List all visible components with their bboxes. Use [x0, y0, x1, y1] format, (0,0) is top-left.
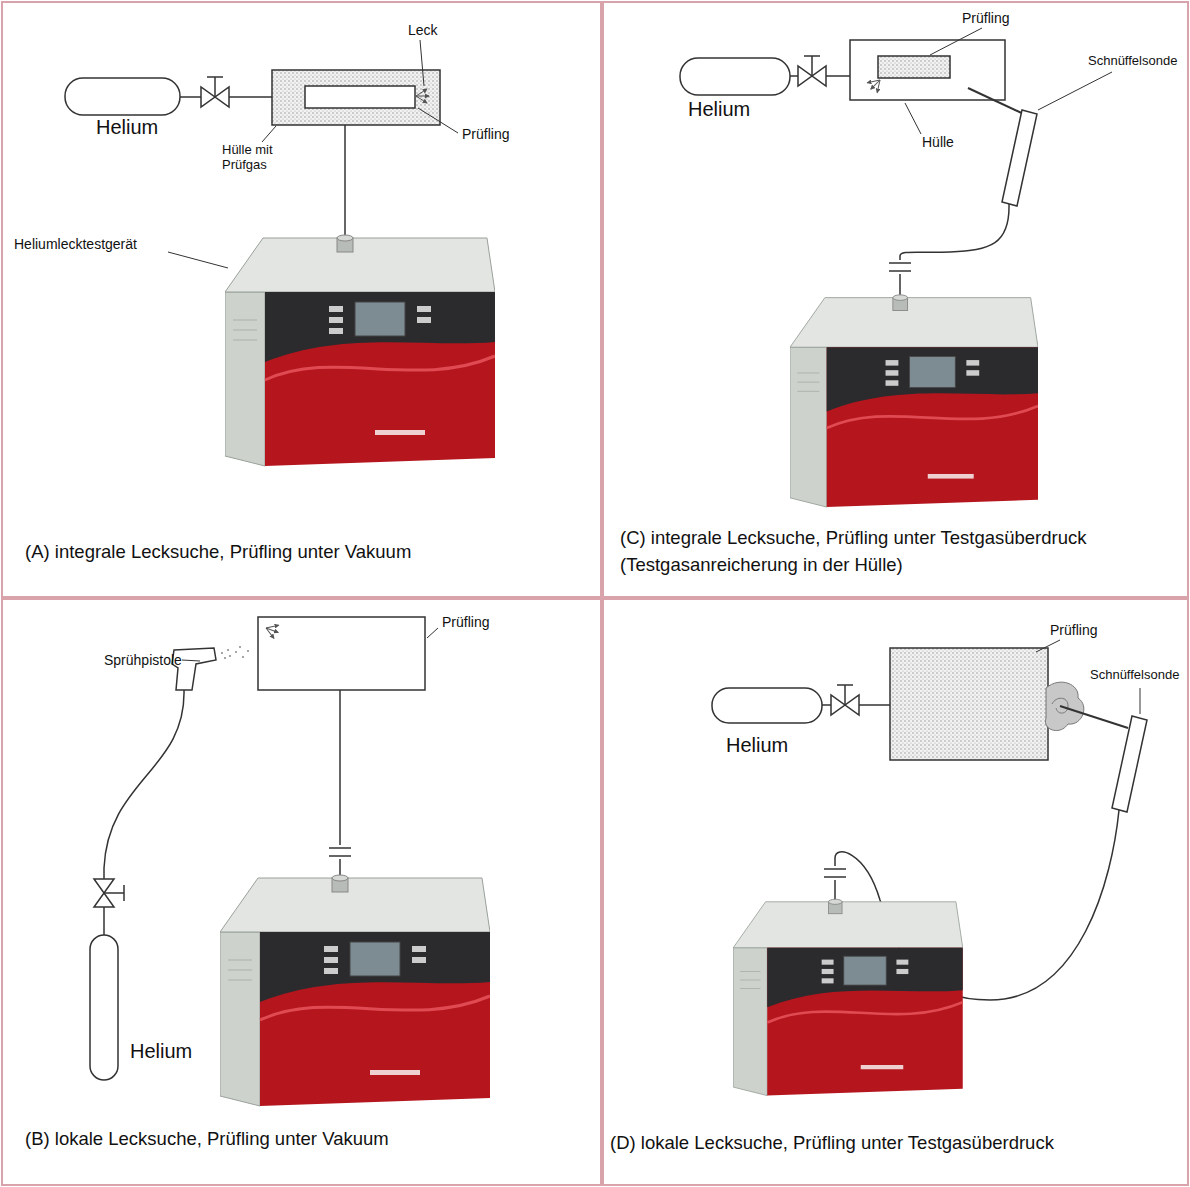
probe-cable: [900, 204, 1009, 296]
leak-detector: [733, 899, 963, 1095]
pipe: [103, 907, 105, 935]
probe-tip: [968, 88, 1028, 116]
gas-hose: [104, 690, 184, 868]
flange-symbol: [824, 869, 846, 877]
valve-symbol: [94, 879, 124, 907]
panel: (A) integrale Lecksuche, Prüfling unter …: [1, 1, 602, 598]
leader-line: [1036, 640, 1060, 652]
part-label: Prüfling: [1050, 622, 1097, 638]
part-label: Helium: [726, 734, 788, 757]
leader-line: [420, 40, 424, 86]
leak-detector: [790, 295, 1038, 507]
leader-line: [905, 103, 921, 134]
spray-dots: [221, 646, 249, 659]
panel-d-art: [712, 640, 1147, 1096]
part-label: Helium: [688, 98, 750, 121]
flange-gap: [887, 260, 913, 274]
part-label: Schnüffelsonde: [1090, 668, 1179, 683]
pipe: [103, 868, 105, 879]
panel: (B) lokale Lecksuche, Prüfling unter Vak…: [1, 598, 602, 1186]
leak-detector: [225, 235, 495, 466]
valve-symbol: [798, 56, 826, 86]
probe-tip: [1060, 706, 1128, 728]
helium-cloud: [1045, 682, 1083, 730]
pipe: [344, 125, 346, 236]
leader-line: [427, 628, 438, 638]
leader-line: [168, 252, 228, 268]
leader-line: [418, 108, 458, 133]
panel: (C) integrale Lecksuche, Prüfling unter …: [602, 1, 1189, 598]
part-label: Helium: [96, 116, 158, 139]
part-label: Prüfling: [442, 614, 489, 630]
sniffer-probe: [1002, 110, 1037, 206]
flange-symbol: [889, 263, 911, 271]
flange-gap: [327, 845, 353, 859]
helium-bottle: [90, 935, 118, 1080]
leader-line: [182, 660, 200, 661]
test-object: [890, 648, 1048, 760]
panel-caption: (C) integrale Lecksuche, Prüfling unter …: [620, 525, 1180, 579]
part-label: Schnüffelsonde: [1088, 54, 1177, 69]
helium-cloud: [1052, 698, 1068, 713]
panel-caption: (D) lokale Lecksuche, Prüfling unter Tes…: [610, 1130, 1184, 1157]
part-label: Helium: [130, 1040, 192, 1063]
part-label: Prüfling: [962, 10, 1009, 26]
test-object: [878, 56, 950, 78]
test-object: [258, 617, 425, 690]
panel-caption: (B) lokale Lecksuche, Prüfling unter Vak…: [25, 1126, 585, 1153]
flange-gap: [822, 866, 848, 880]
panel-a-art: [65, 40, 495, 466]
part-label: Hülle mit Prüfgas: [222, 143, 304, 173]
leader-line: [1140, 688, 1141, 714]
panel-c-art: [680, 28, 1112, 507]
flange-symbol: [329, 848, 351, 856]
helium-bottle: [712, 688, 822, 723]
leader-line: [930, 28, 982, 55]
leak-spray: [416, 89, 429, 103]
part-label: Prüfling: [462, 126, 509, 142]
panel: (D) lokale Lecksuche, Prüfling unter Tes…: [602, 598, 1189, 1186]
leak-detector: [220, 875, 490, 1106]
leak-spray: [264, 621, 281, 639]
sniffer-probe: [1112, 716, 1147, 812]
panel-caption: (A) integrale Lecksuche, Prüfling unter …: [25, 539, 585, 566]
part-label: Leck: [408, 22, 438, 38]
leak-spray: [866, 75, 885, 94]
part-label: Sprühpistole: [104, 652, 182, 668]
enclosure: [850, 40, 1005, 100]
leader-line: [262, 126, 276, 142]
helium-bottle: [680, 58, 790, 95]
part-label: Heliumlecktestgerät: [14, 236, 137, 252]
panel-b-art: [90, 617, 490, 1106]
helium-bottle: [65, 78, 180, 115]
part-label: Hülle: [922, 134, 954, 150]
valve-symbol: [831, 685, 859, 715]
leader-line: [1038, 72, 1112, 110]
valve-symbol: [201, 77, 229, 107]
test-chamber: [272, 70, 440, 125]
test-object: [305, 86, 415, 108]
